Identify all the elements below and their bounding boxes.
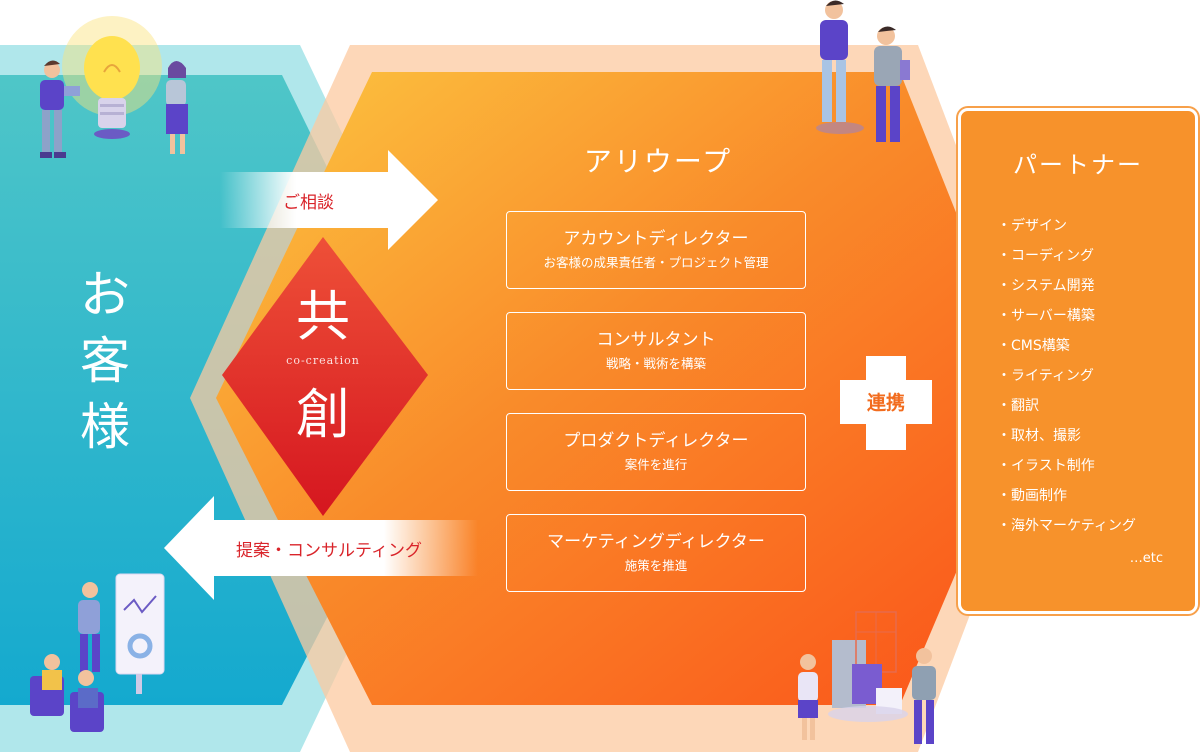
partner-item: ・動画制作 [997, 488, 1067, 504]
partner-item: ・サーバー構築 [997, 308, 1095, 324]
handshake-figures [816, 0, 910, 142]
person-figure [166, 61, 188, 154]
role-title: アカウントディレクター [563, 229, 749, 249]
role-title: プロダクトディレクター [563, 431, 749, 451]
partner-item: ・コーディング [997, 248, 1095, 264]
cocreation-english: co-creation [286, 354, 360, 367]
partner-item: ・CMS構築 [997, 338, 1070, 354]
partner-title: パートナー [1013, 151, 1143, 179]
consult-arrow-label: ご相談 [283, 193, 334, 213]
partner-item: ・ライティング [997, 368, 1094, 384]
link-label: 連携 [866, 392, 905, 414]
role-box-consultant: コンサルタント 戦略・戦術を構築 [506, 312, 806, 390]
partner-item: ・取材、撮影 [997, 428, 1081, 444]
proposal-arrow-label: 提案・コンサルティング [236, 541, 422, 561]
partner-box: パートナー ・デザイン ・コーディング ・システム開発 ・サーバー構築 ・CMS… [958, 108, 1198, 614]
role-box-account-director: アカウントディレクター お客様の成果責任者・プロジェクト管理 [506, 211, 806, 289]
presentation-board [30, 573, 165, 732]
customer-label: お客様 [80, 266, 130, 456]
partner-item: ・イラスト制作 [997, 458, 1095, 474]
role-box-marketing-director: マーケティングディレクター 施策を推進 [506, 514, 806, 592]
role-box-product-director: プロダクトディレクター 案件を進行 [506, 413, 806, 491]
role-desc: お客様の成果責任者・プロジェクト管理 [543, 255, 769, 270]
partner-etc: …etc [1129, 551, 1163, 566]
lightbulb-icon [62, 16, 162, 139]
server-illustration [798, 611, 936, 744]
cocreation-char-2: 創 [296, 383, 350, 446]
cocreation-char-1: 共 [296, 285, 350, 348]
person-figure [40, 60, 80, 158]
role-desc: 施策を推進 [624, 558, 688, 573]
role-desc: 案件を進行 [624, 457, 688, 472]
partner-list: ・デザイン ・コーディング ・システム開発 ・サーバー構築 ・CMS構築 ・ライ… [997, 211, 1136, 541]
role-title: コンサルタント [596, 330, 716, 350]
role-desc: 戦略・戦術を構築 [605, 356, 706, 371]
partner-item: ・デザイン [997, 218, 1067, 234]
partner-item: ・海外マーケティング [997, 518, 1136, 534]
partner-item: ・システム開発 [997, 278, 1095, 294]
role-title: マーケティングディレクター [547, 532, 765, 552]
company-name: アリウープ [583, 145, 733, 178]
partner-item: ・翻訳 [997, 398, 1039, 414]
